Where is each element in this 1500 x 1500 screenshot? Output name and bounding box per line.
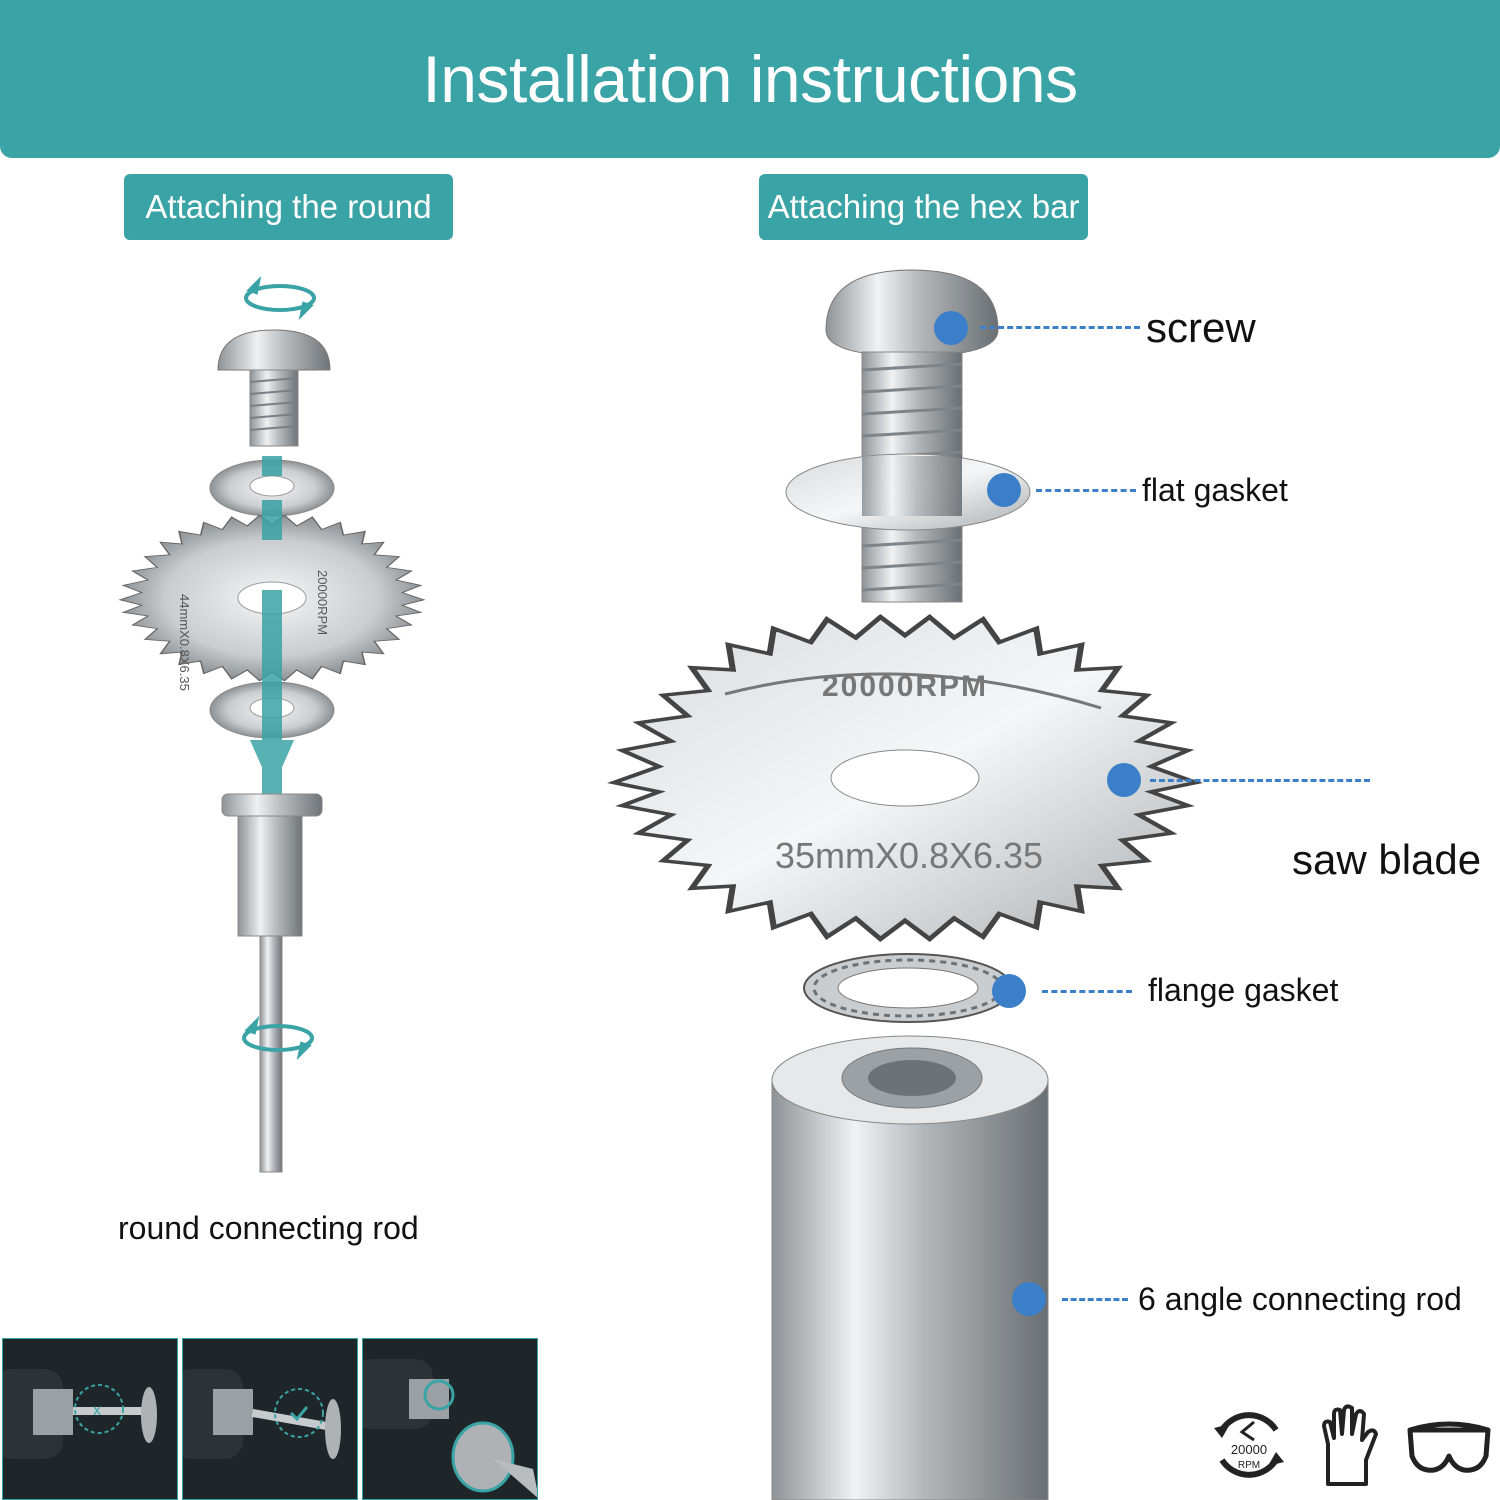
rpm-badge-bottom: RPM — [1238, 1460, 1260, 1471]
saw-blade-leader — [1150, 779, 1370, 782]
round-rod-assembly-illustration: 44mmX0.8X6.35 20000RPM — [118, 275, 426, 1173]
hex-blade-rpm: 20000RPM — [822, 670, 988, 703]
glove-icon — [1322, 1404, 1378, 1486]
saw-blade-label: saw blade — [1292, 836, 1482, 883]
flat-gasket-leader — [1036, 489, 1136, 492]
hex-rod-label: 6 angle connecting rod — [1138, 1281, 1462, 1317]
safety-goggles-icon — [1407, 1421, 1491, 1473]
tag-attaching-hex-bar: Attaching the hex bar — [759, 174, 1088, 240]
screw-label: screw — [1146, 304, 1256, 351]
left-blade-size: 44mmX0.8X6.35 — [177, 594, 192, 691]
hex-rod-leader — [1062, 1298, 1128, 1301]
flange-gasket-leader — [1042, 990, 1132, 993]
speed-limit-icon: 20000 RPM — [1214, 1412, 1284, 1478]
flat-gasket-label: flat gasket — [1142, 472, 1288, 508]
hex-blade-size: 35mmX0.8X6.35 — [775, 835, 1043, 876]
rotate-icon — [242, 1015, 314, 1061]
usage-photo-wrong: x — [2, 1338, 178, 1500]
page-title: Installation instructions — [422, 42, 1078, 116]
tag-attaching-round: Attaching the round — [124, 174, 453, 240]
hex-rod-marker — [1012, 1282, 1046, 1316]
assembly-arrow-icon — [250, 456, 294, 800]
round-rod-caption: round connecting rod — [118, 1210, 419, 1246]
usage-photo-cutting — [362, 1338, 538, 1500]
saw-blade-marker — [1107, 763, 1141, 797]
svg-text:x: x — [93, 1402, 101, 1419]
flange-gasket-marker — [992, 974, 1026, 1008]
rpm-badge-top: 20000 — [1231, 1442, 1267, 1457]
title-banner: Installation instructions — [0, 0, 1500, 158]
left-blade-rpm: 20000RPM — [315, 570, 330, 635]
rotate-icon — [244, 275, 316, 321]
screw-marker — [934, 311, 968, 345]
flat-gasket-marker — [987, 473, 1021, 507]
usage-photo-correct — [182, 1338, 358, 1500]
screw-leader — [980, 326, 1140, 329]
flange-gasket-label: flange gasket — [1148, 972, 1339, 1008]
